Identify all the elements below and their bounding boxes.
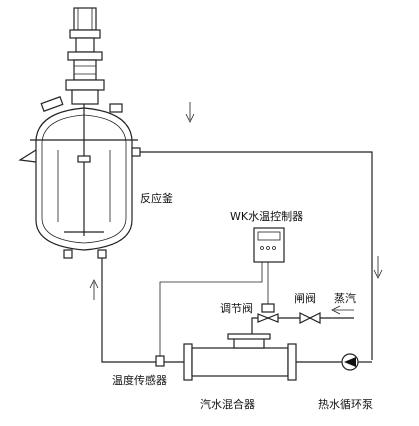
- label-temperature-sensor: 温度传感器: [112, 373, 167, 387]
- label-controller: WK水温控制器: [230, 209, 303, 223]
- label-regulating-valve: 调节阀: [220, 301, 253, 315]
- hot-water-pump: [341, 353, 359, 371]
- piping: [101, 151, 373, 363]
- reactor-vessel: [18, 104, 141, 259]
- label-mixer: 汽水混合器: [200, 397, 255, 411]
- temperature-sensor: [155, 355, 165, 367]
- gate-valve: [299, 312, 321, 324]
- flow-arrows: [89, 102, 383, 315]
- label-reactor: 反应釜: [140, 191, 173, 205]
- label-steam: 蒸汽: [334, 291, 356, 305]
- label-hot-water-pump: 热水循环泵: [318, 398, 373, 411]
- reactor-drive: [40, 7, 123, 113]
- label-gate-valve: 闸阀: [294, 291, 316, 305]
- temperature-controller: [253, 227, 285, 263]
- steam-water-mixer: [183, 333, 297, 381]
- regulating-valve: [257, 303, 279, 323]
